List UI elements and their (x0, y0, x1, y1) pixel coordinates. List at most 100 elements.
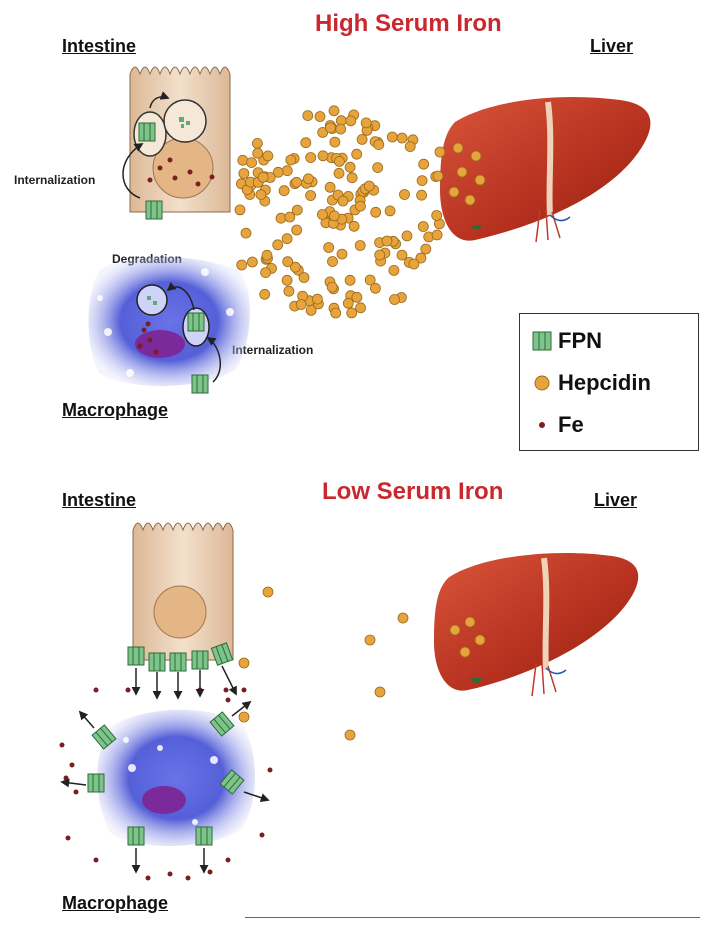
fpn-channel (145, 200, 163, 220)
hepcidin-dot (323, 242, 335, 253)
hepcidin-dot (396, 249, 408, 261)
hepcidin-dot (236, 259, 248, 271)
hepcidin-dot (464, 616, 476, 628)
efflux-arrow (243, 791, 270, 802)
hepcidin-dot (333, 155, 345, 167)
hepcidin-dot (272, 166, 284, 178)
hepcidin-dot (289, 261, 301, 273)
legend-item-fpn: FPN (532, 328, 602, 354)
hepcidin-dot (434, 146, 446, 158)
hepcidin-dot (389, 294, 400, 305)
hepcidin-dot (432, 170, 444, 182)
hepcidin-dot (408, 258, 420, 270)
hepcidin-dot (300, 137, 312, 149)
hepcidin-dot (470, 150, 482, 162)
fpn-channel (87, 773, 105, 793)
hepcidin-dot (342, 297, 354, 309)
hepcidin-dot (281, 165, 293, 177)
hepcidin-dot (384, 205, 396, 217)
hepcidin-dot (464, 194, 476, 206)
hepcidin-dot (364, 274, 376, 286)
hepcidin-dot (354, 200, 366, 212)
hepcidin-dot (275, 212, 287, 224)
hepcidin-dot (474, 634, 486, 646)
hepcidin-dot (255, 189, 267, 201)
macrophage-degradation-vesicle (136, 284, 168, 316)
low-macrophage-cell (97, 709, 256, 846)
hepcidin-dot (374, 249, 386, 261)
fpn-channel (127, 826, 145, 846)
hepcidin-dot (298, 272, 310, 283)
iron-dot (145, 875, 151, 881)
fpn-channel (169, 652, 187, 672)
hepcidin-dot (372, 162, 384, 174)
iron-dot (225, 697, 231, 703)
efflux-arrows (60, 665, 270, 874)
hepcidin-dot (284, 211, 296, 223)
hepcidin-dot (259, 288, 271, 300)
hepcidin-dot (344, 161, 356, 173)
intestine-internalization-label: Internalization (14, 173, 96, 187)
high-macrophage-cell (88, 256, 250, 386)
hepcidin-dot (431, 210, 443, 221)
fpn-channel (191, 650, 209, 670)
hepcidin-dot (348, 220, 360, 232)
fpn-channel (187, 312, 205, 332)
hepcidin-dot (234, 204, 246, 216)
hepcidin-dot (386, 131, 398, 143)
hepcidin-dot (238, 657, 250, 669)
hepcidin-dot-icon (534, 375, 550, 391)
iron-dot (141, 327, 147, 333)
hepcidin-dot (237, 154, 249, 166)
iron-dot (125, 687, 131, 693)
hepcidin-dot (336, 248, 348, 260)
hepcidin-dot (316, 209, 328, 220)
hepcidin-dot (431, 229, 443, 241)
hepcidin-dot (262, 150, 274, 162)
hepcidin-dot (396, 132, 408, 144)
efflux-arrow (60, 778, 87, 788)
hepcidin-dot (346, 307, 358, 319)
hepcidin-dot (337, 195, 349, 207)
low-liver-label: Liver (594, 490, 638, 510)
low-intestine-cell (132, 522, 234, 661)
hepcidin-dot (291, 176, 303, 188)
hepcidin-dot (401, 230, 413, 242)
hepcidin-dot (328, 105, 340, 117)
hepcidin-dot (246, 256, 258, 268)
iron-dot (195, 181, 201, 187)
hepcidin-dot (345, 115, 357, 127)
hepcidin-dot (285, 154, 297, 166)
efflux-arrow (78, 710, 95, 729)
fpn-channel (127, 646, 145, 666)
hepcidin-dot (363, 180, 375, 192)
fpn-channel (91, 724, 117, 750)
degraded-fpn-icon (179, 117, 190, 128)
hepcidin-dot (281, 274, 293, 286)
hepcidin-dot (281, 233, 293, 245)
iron-dot (137, 343, 143, 349)
hepcidin-dot (374, 686, 386, 698)
hepcidin-dot (295, 299, 307, 310)
iron-dot (93, 857, 99, 863)
macrophage-nucleus (135, 330, 185, 358)
hepcidin-dot (404, 141, 416, 153)
high-liver (440, 96, 651, 243)
hepcidin-dot (474, 174, 486, 186)
hepcidin-dot (370, 206, 382, 218)
fpn-channel (209, 711, 235, 737)
efflux-arrow (231, 700, 252, 717)
hepcidin-dot (262, 586, 274, 598)
hepcidin-dot (449, 624, 461, 636)
iron-dot (93, 687, 99, 693)
iron-dot (172, 175, 178, 181)
hepcidin-dot (459, 646, 471, 658)
hepcidin-dot (373, 139, 385, 151)
high-liver-label: Liver (590, 36, 634, 56)
iron-dot (59, 742, 65, 748)
hepcidin-dot (305, 190, 317, 201)
hepcidin-dot (272, 239, 284, 251)
iron-dot (153, 349, 159, 355)
hepcidin-dot (314, 111, 326, 122)
hepcidin-dot (278, 185, 290, 197)
